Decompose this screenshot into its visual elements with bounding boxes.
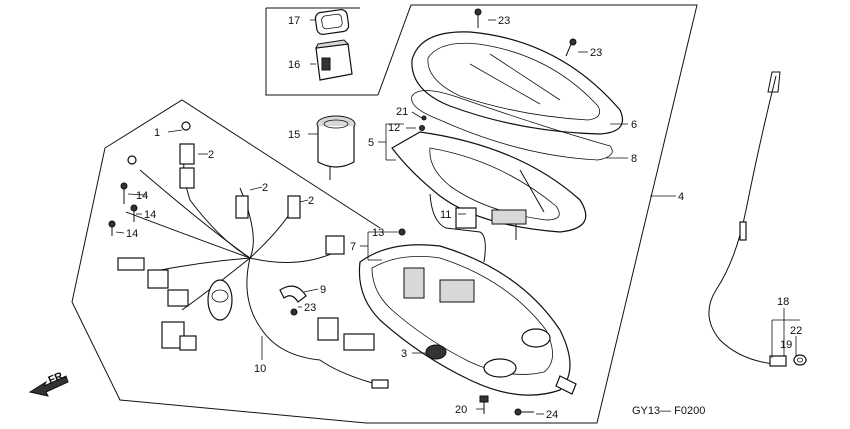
- callout-21: 21: [396, 106, 408, 118]
- callout-12: 12: [388, 122, 400, 134]
- callout-11: 11: [440, 209, 451, 221]
- callout-18: 18: [777, 296, 789, 308]
- callout-4: 4: [678, 191, 684, 203]
- callout-23b: 23: [590, 47, 602, 59]
- callout-15: 15: [288, 129, 300, 141]
- callout-10: 10: [254, 363, 266, 375]
- callout-1: 1: [154, 127, 160, 139]
- diagram-code: GY13— F0200: [632, 405, 705, 417]
- frame-lines: [71, 4, 698, 424]
- callout-2b: 2: [262, 182, 268, 194]
- callout-14a: 14: [136, 190, 148, 202]
- grommet-part: [425, 344, 447, 360]
- callout-19: 19: [780, 339, 792, 351]
- callout-17: 17: [288, 15, 300, 27]
- gasket-part: [411, 90, 613, 161]
- callout-5: 5: [368, 137, 374, 149]
- callout-13: 13: [372, 227, 384, 239]
- seal-ring-part: [314, 9, 350, 35]
- meter-panel-part: [391, 131, 587, 233]
- callout-6: 6: [631, 119, 637, 131]
- callout-14c: 14: [126, 228, 138, 240]
- callout-2c: 2: [308, 195, 314, 207]
- meter-cover-part: [411, 31, 624, 135]
- relay-part: [315, 39, 353, 81]
- callout-7: 7: [350, 241, 356, 253]
- front-direction-arrow: [28, 375, 69, 397]
- callout-23a: 23: [498, 15, 510, 27]
- callout-2a: 2: [208, 149, 214, 161]
- callout-14b: 14: [144, 209, 156, 221]
- callout-22: 22: [790, 325, 802, 337]
- callout-9: 9: [320, 284, 326, 296]
- meter-wiring-part: [429, 193, 527, 263]
- callout-16: 16: [288, 59, 300, 71]
- clamp-part: [279, 285, 307, 303]
- bulb-socket-part: [316, 115, 356, 180]
- callout-24: 24: [546, 409, 558, 421]
- callout-labels: 1 2 2 2 3 4 5 6 7 8 9 10 11 12 13 14 14 …: [126, 15, 802, 421]
- screws: [108, 8, 577, 416]
- meter-case-part: [358, 244, 577, 396]
- leader-lines: [115, 19, 800, 415]
- callout-23c: 23: [304, 302, 316, 314]
- callout-8: 8: [631, 153, 637, 165]
- callout-20: 20: [455, 404, 467, 416]
- speedometer-cable-part: [708, 71, 807, 367]
- wire-harness-part: [117, 121, 389, 389]
- callout-3: 3: [401, 348, 407, 360]
